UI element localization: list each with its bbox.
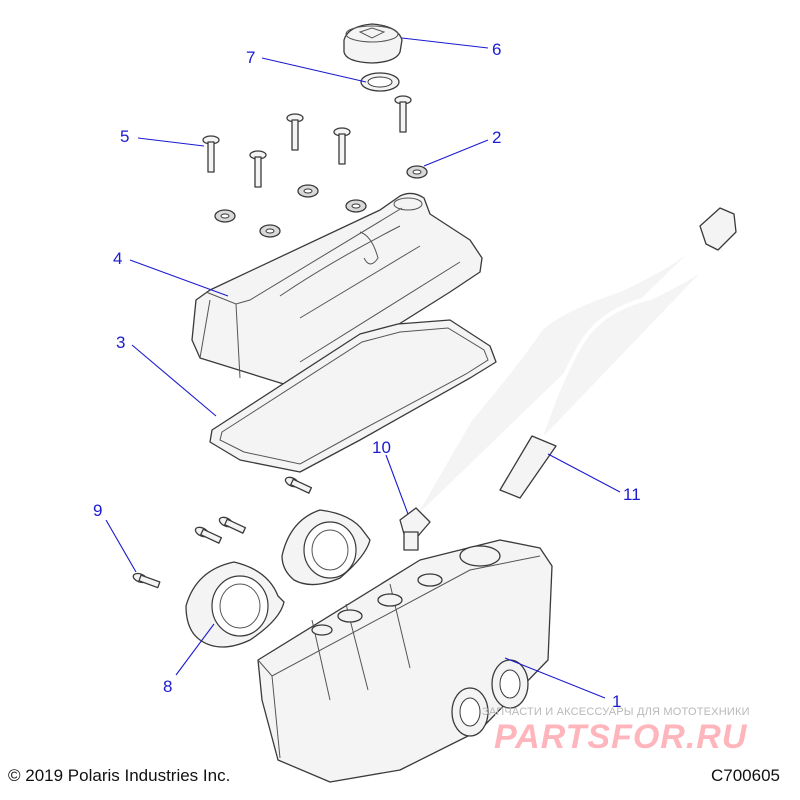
- watermark-tagline: ЗАПЧАСТИ И АКСЕССУАРЫ ДЛЯ МОТОТЕХНИКИ: [482, 706, 750, 718]
- o-ring: [360, 72, 400, 92]
- valve-cover-gasket: [209, 319, 497, 473]
- callout-9: 9: [93, 501, 102, 520]
- cylinder-head: [257, 539, 553, 783]
- watermark-logo: PARTSFOR.RU: [494, 718, 748, 756]
- callout-6: 6: [492, 40, 501, 59]
- callout-11: 11: [623, 485, 641, 504]
- flange-bolts: [132, 476, 313, 589]
- callout-2: 2: [492, 128, 501, 147]
- oil-filler-cap: [343, 23, 403, 64]
- sensor-connector: [399, 507, 431, 551]
- callout-4: 4: [113, 249, 122, 268]
- breather-tubes: [410, 207, 737, 522]
- callout-8: 8: [163, 677, 172, 696]
- callout-5: 5: [120, 127, 129, 146]
- cover-bolts: [202, 95, 412, 188]
- callout-labels: 1 2 3 4 5 6 7 8 9 10 11: [93, 40, 641, 711]
- callout-1: 1: [612, 692, 621, 711]
- callout-3: 3: [116, 333, 125, 352]
- drawing-code: C700605: [710, 766, 780, 785]
- intake-boots: [185, 509, 371, 648]
- callout-10: 10: [372, 438, 391, 457]
- callout-7: 7: [246, 48, 255, 67]
- leader-lines: [105, 37, 621, 699]
- grommet-washers: [214, 165, 428, 238]
- copyright-text: © 2019 Polaris Industries Inc.: [8, 766, 231, 785]
